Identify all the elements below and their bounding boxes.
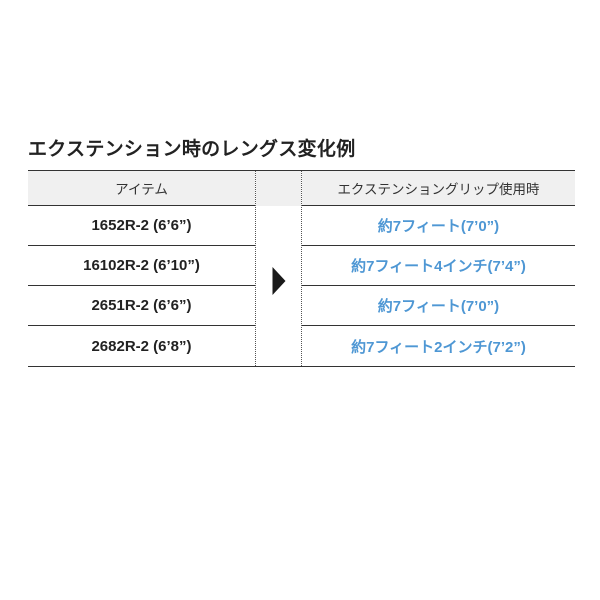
table-cell-extended-3: 約7フィート(7’0”) — [302, 286, 575, 326]
extended-length-column: エクステンショングリップ使用時 約7フィート(7’0”) 約7フィート4インチ(… — [302, 171, 575, 366]
length-change-table: アイテム 1652R-2 (6’6”) 16102R-2 (6’10”) 265… — [28, 170, 575, 367]
table-cell-extended-4: 約7フィート2インチ(7’2”) — [351, 338, 526, 356]
right-arrow-icon — [272, 267, 285, 295]
table-cell-extended-1: 約7フィート(7’0”) — [302, 206, 575, 246]
arrow-column-header-bg — [256, 171, 301, 206]
column-header-extended: エクステンショングリップ使用時 — [302, 171, 575, 206]
table-cell-extended-2: 約7フィート4インチ(7’4”) — [302, 246, 575, 286]
item-column: アイテム 1652R-2 (6’6”) 16102R-2 (6’10”) 265… — [28, 171, 255, 366]
arrow-column — [255, 171, 302, 366]
table-cell-item-2: 16102R-2 (6’10”) — [28, 246, 255, 286]
page-title: エクステンション時のレングス変化例 — [28, 139, 356, 160]
table-cell-item-3: 2651R-2 (6’6”) — [28, 286, 255, 326]
table-cell-item-4: 2682R-2 (6’8”) — [91, 337, 192, 355]
table-cell-item-1: 1652R-2 (6’6”) — [28, 206, 255, 246]
column-header-item: アイテム — [28, 171, 255, 206]
